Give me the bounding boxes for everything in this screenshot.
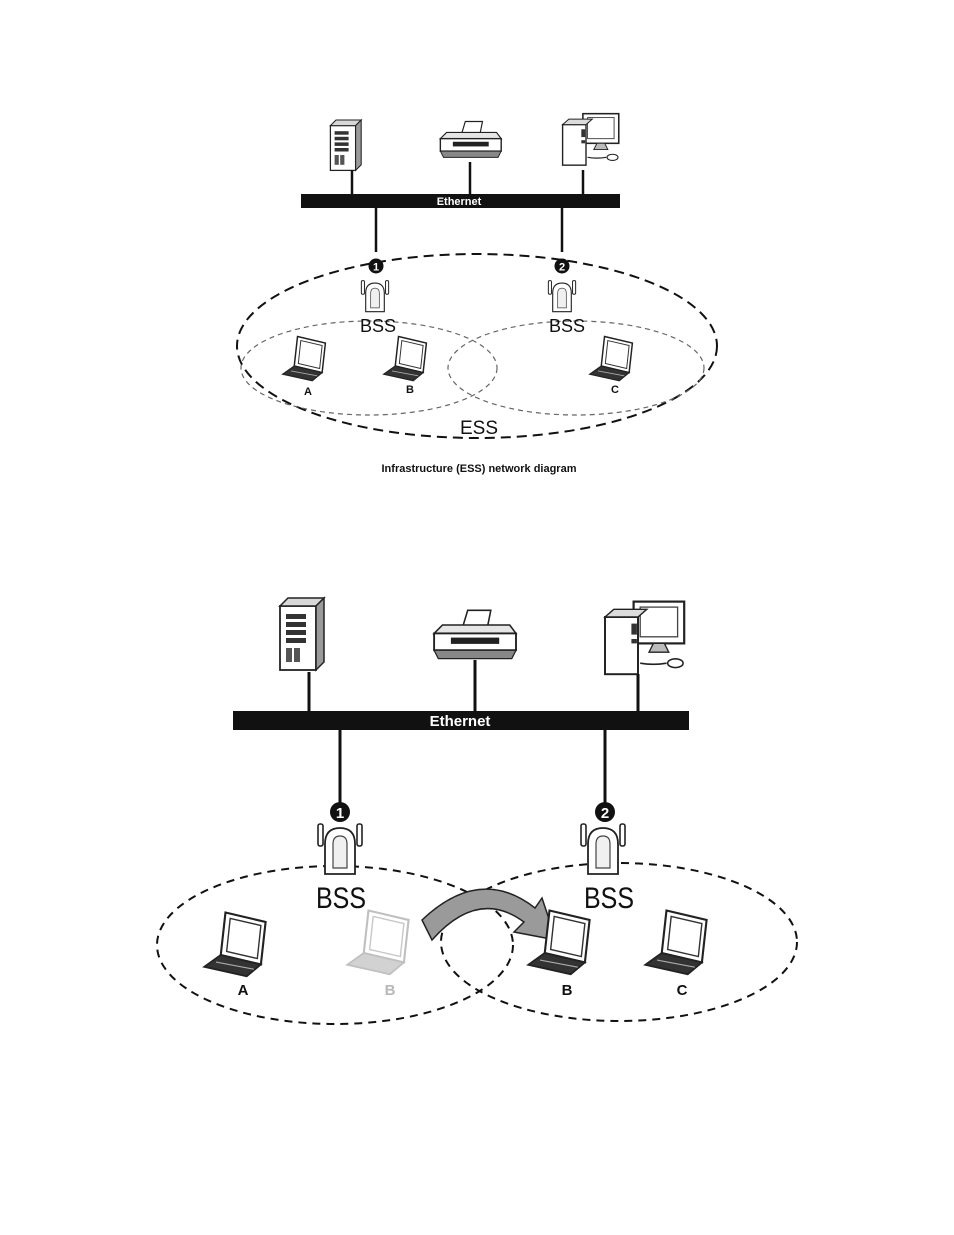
access-point-1-icon [318,824,362,874]
bss1-label: BSS [316,882,366,915]
bss2-label: BSS [549,316,585,336]
svg-text:2: 2 [559,262,565,274]
server-icon [280,598,324,670]
laptop-b-label: B [406,384,414,396]
laptop-b-ghost-icon [347,911,408,975]
diagram-caption: Infrastructure (ESS) network diagram [382,463,577,475]
ethernet-label: Ethernet [430,713,491,730]
diagram-infrastructure-ess: Ethernet 1 2 BSS BSS A B C ESS Infrastru… [237,114,717,475]
bss1-label: BSS [360,316,396,336]
desktop-computer-icon [605,602,684,675]
svg-text:2: 2 [601,805,609,822]
server-icon [330,120,361,170]
laptop-a-label: A [238,982,249,999]
svg-text:1: 1 [373,262,379,274]
bss2-label: BSS [584,882,634,915]
ethernet-label: Ethernet [437,196,482,208]
laptop-b-icon [384,336,427,380]
access-point-1-icon [361,281,388,312]
printer-icon [434,610,516,658]
laptop-b-old-label: B [385,982,396,999]
svg-text:1: 1 [336,805,344,822]
access-point-2-icon [548,281,575,312]
laptop-c-icon [645,911,706,975]
ess-label: ESS [460,418,498,439]
laptop-c-label: C [611,384,619,396]
roaming-arrow-icon [422,889,556,940]
laptop-b-new-label: B [562,982,573,999]
laptop-c-icon [590,336,633,380]
laptop-c-label: C [677,982,688,999]
laptop-a-label: A [304,386,312,398]
access-point-2-icon [581,824,625,874]
laptop-a-icon [204,913,265,977]
diagram-roaming: Ethernet 1 2 BSS BSS A B B C [157,598,797,1024]
desktop-computer-icon [563,114,619,165]
printer-icon [440,121,501,157]
laptop-a-icon [283,336,326,380]
